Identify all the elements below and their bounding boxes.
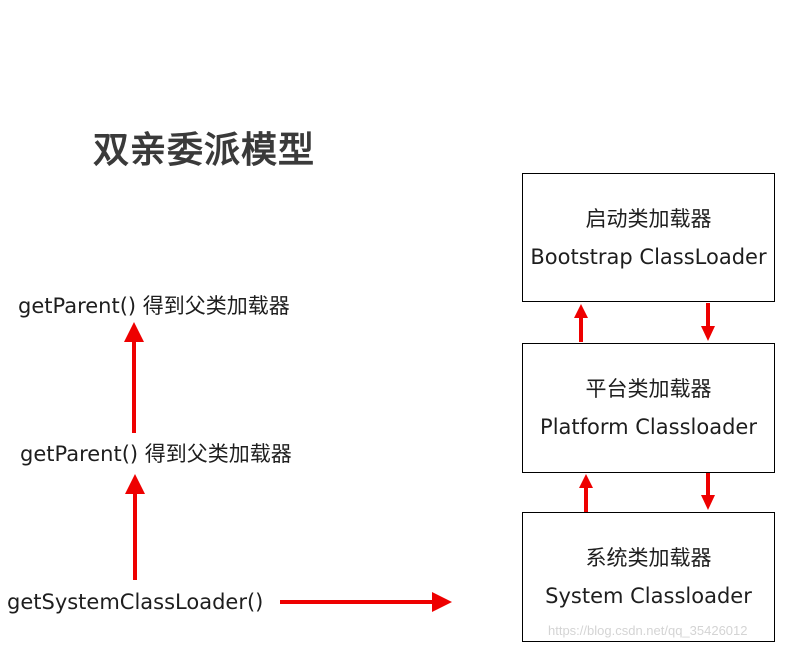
bootstrap-classloader-box: 启动类加载器 Bootstrap ClassLoader	[522, 173, 775, 302]
platform-classloader-en: Platform Classloader	[540, 415, 757, 439]
system-classloader-cn: 系统类加载器	[585, 546, 712, 570]
diagram-title: 双亲委派模型	[93, 130, 316, 171]
get-parent-label-middle: getParent() 得到父类加载器	[20, 442, 292, 466]
down-arrow-bootstrap-to-platform	[701, 303, 715, 341]
left-up-arrow-top	[124, 322, 144, 433]
up-arrow-system-to-platform	[579, 474, 593, 512]
up-arrow-platform-to-bootstrap	[574, 304, 588, 342]
get-parent-label-top: getParent() 得到父类加载器	[18, 294, 290, 318]
down-arrow-platform-to-system	[701, 473, 715, 510]
bootstrap-classloader-en: Bootstrap ClassLoader	[530, 244, 767, 269]
platform-classloader-box: 平台类加载器 Platform Classloader	[522, 343, 775, 473]
get-system-classloader-label: getSystemClassLoader()	[7, 590, 264, 614]
right-arrow-to-system	[280, 592, 452, 612]
system-classloader-box: 系统类加载器 System Classloader	[522, 512, 775, 642]
bootstrap-classloader-cn: 启动类加载器	[585, 206, 712, 231]
system-classloader-en: System Classloader	[545, 584, 752, 608]
platform-classloader-cn: 平台类加载器	[585, 377, 712, 401]
watermark-text: https://blog.csdn.net/qq_35426012	[548, 623, 748, 638]
left-up-arrow-bottom	[125, 474, 145, 580]
